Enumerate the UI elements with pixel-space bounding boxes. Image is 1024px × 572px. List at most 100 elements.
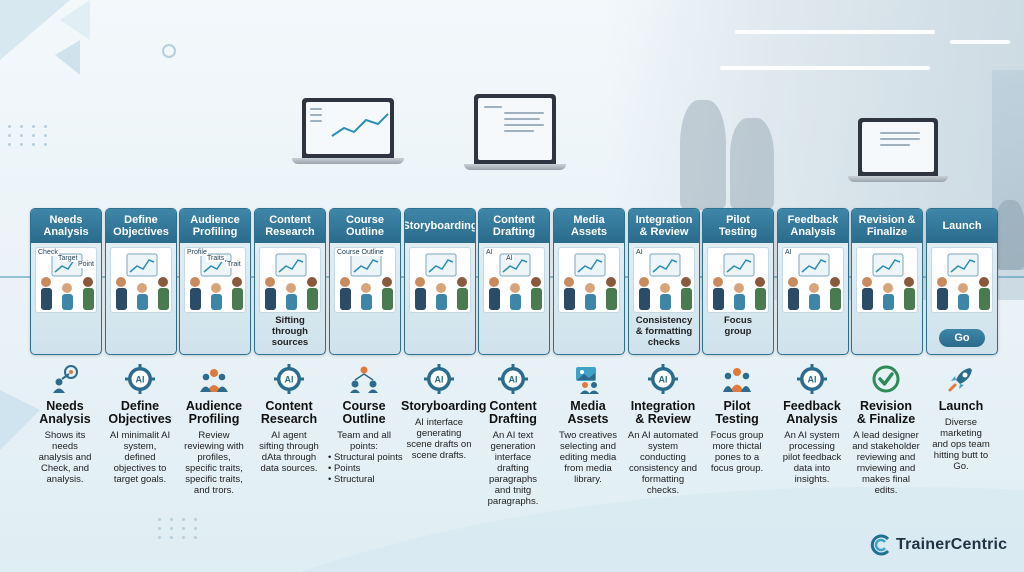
step-card-illustration xyxy=(259,247,321,313)
decorative-dots xyxy=(8,125,50,146)
laptop-document xyxy=(464,94,566,170)
background-person xyxy=(730,118,774,210)
decorative-dots xyxy=(158,518,200,539)
step-card-title: Revision &Finalize xyxy=(852,209,922,243)
step-card-illustration xyxy=(334,247,396,313)
decorative-triangles xyxy=(0,0,90,75)
target-people-icon xyxy=(50,364,80,394)
bullet-item: • Structural points xyxy=(328,452,403,463)
card-label: Point xyxy=(77,261,95,268)
ai-gear-icon: AI xyxy=(274,364,304,394)
background-person xyxy=(680,100,726,210)
step-title: Storyboarding xyxy=(401,399,487,413)
focus-group-icon xyxy=(722,364,752,394)
step-card-illustration xyxy=(856,247,918,313)
background-person xyxy=(995,200,1024,270)
brand-logo: TrainerCentric xyxy=(870,534,1007,556)
step-card-title: Integration& Review xyxy=(629,209,699,243)
step-card-illustration xyxy=(558,247,620,313)
ai-gear-icon: AI xyxy=(424,364,454,394)
step-card-illustration xyxy=(409,247,471,313)
ai-gear-icon: AI xyxy=(648,364,678,394)
svg-text:AI: AI xyxy=(285,375,294,385)
card-label: Target xyxy=(57,255,79,262)
step-card-illustration xyxy=(782,247,844,313)
step-card-illustration xyxy=(483,247,545,313)
step-card-illustration xyxy=(633,247,695,313)
card-label: Trait xyxy=(226,261,242,268)
laptop-analytics xyxy=(292,98,404,164)
ai-gear-icon: AI xyxy=(797,364,827,394)
step-title: Launch xyxy=(938,399,984,413)
card-label: Course Outline xyxy=(336,249,385,256)
ceiling-light xyxy=(720,66,930,70)
checkmark-badge-icon xyxy=(871,364,901,394)
svg-text:AI: AI xyxy=(435,375,444,385)
brand-name: TrainerCentric xyxy=(896,536,1008,553)
laptop-background xyxy=(848,118,948,182)
step-card-illustration xyxy=(931,247,993,313)
svg-text:AI: AI xyxy=(136,375,145,385)
ai-gear-icon: AI xyxy=(125,364,155,394)
card-label: AI xyxy=(485,249,494,256)
step-card-title: Storyboarding xyxy=(405,209,475,243)
card-label: Profile xyxy=(186,249,208,256)
decorative-circle xyxy=(162,44,176,58)
step-bullet-list: • Structural points• Points• Structural xyxy=(328,452,406,485)
rocket-icon xyxy=(946,364,976,394)
svg-text:AI: AI xyxy=(509,375,518,385)
audience-group-icon xyxy=(199,364,229,394)
go-button[interactable]: Go xyxy=(939,329,985,347)
card-label: AI xyxy=(784,249,793,256)
bullet-item: • Points xyxy=(328,463,361,474)
ceiling-light xyxy=(950,40,1010,44)
svg-text:AI: AI xyxy=(659,375,668,385)
card-label: Check xyxy=(37,249,59,256)
step-card[interactable]: Revision &Finalize xyxy=(851,208,923,355)
step-title: Integration& Review xyxy=(630,399,696,426)
svg-text:AI: AI xyxy=(808,375,817,385)
step-card-title: Launch xyxy=(927,209,997,243)
ceiling-light xyxy=(735,30,935,34)
step-card[interactable]: Storyboarding xyxy=(404,208,476,355)
bullet-item: • Structural xyxy=(328,474,375,485)
card-label: AI xyxy=(635,249,644,256)
